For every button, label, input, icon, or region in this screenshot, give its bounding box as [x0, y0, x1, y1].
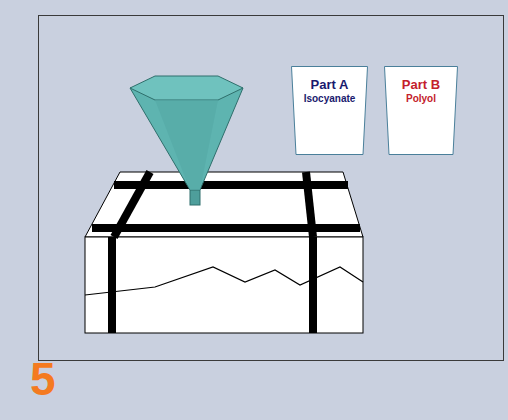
part-name: Part A — [291, 78, 368, 93]
chemical-name: Isocyanate — [291, 93, 368, 105]
part-name: Part B — [384, 78, 458, 93]
frame — [39, 16, 504, 361]
mold-box — [85, 172, 363, 333]
step-number: 5 — [30, 356, 56, 402]
cup: Part AIsocyanate — [291, 66, 368, 155]
chemical-name: Polyol — [384, 93, 458, 105]
funnel — [130, 76, 243, 205]
cup: Part BPolyol — [384, 66, 458, 155]
